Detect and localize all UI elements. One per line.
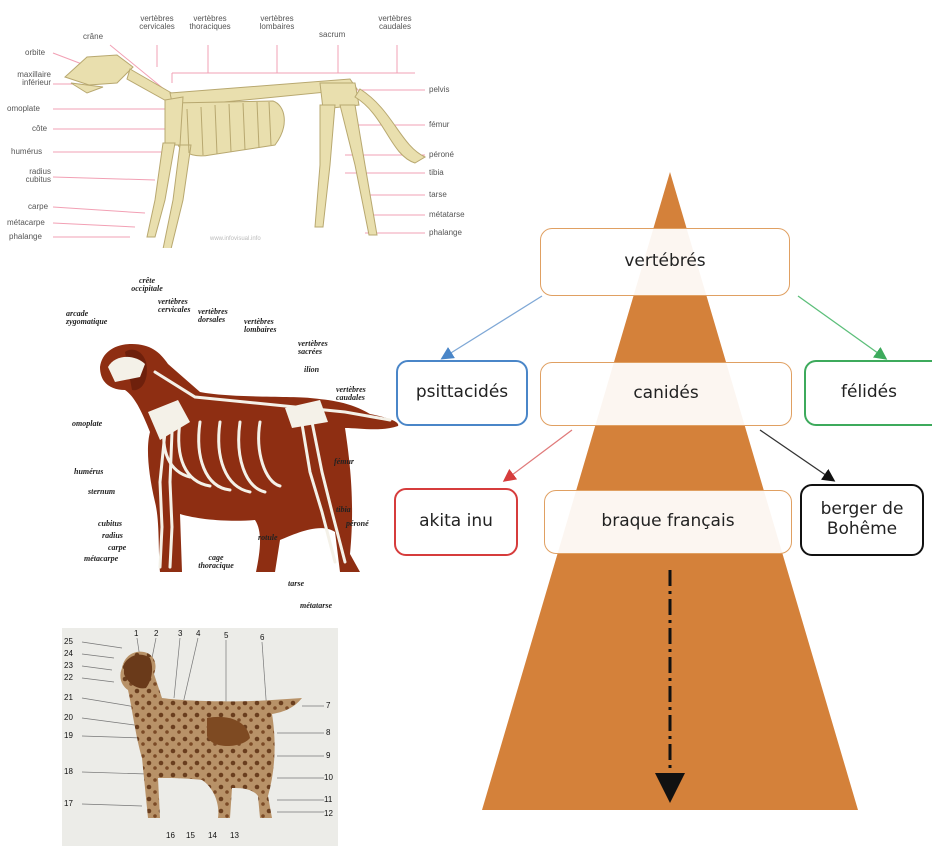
label-vertebres-sacrees: vertèbres sacrées xyxy=(298,340,342,357)
box-vertebres: vertébrés xyxy=(540,228,790,296)
box-braque-francais: braque français xyxy=(544,490,792,554)
label-metatarse: métatarse xyxy=(300,602,332,610)
number-7: 7 xyxy=(326,702,330,710)
label-vertebres-caudales: vertèbres caudales xyxy=(336,386,386,403)
number-4: 4 xyxy=(196,630,200,638)
number-13: 13 xyxy=(230,832,239,840)
label-cage-thoracique: cage thoracique xyxy=(194,554,238,571)
label-orbite: orbite xyxy=(25,49,45,57)
label-metacarpe: métacarpe xyxy=(7,219,45,227)
dog-skeleton-overlay: crête occipitale arcade zygomatique vert… xyxy=(60,272,400,617)
box-berger-de-boheme: berger de Bohême xyxy=(800,484,924,556)
number-21: 21 xyxy=(64,694,73,702)
arrow-to-psittacides xyxy=(446,296,542,356)
label-phalange-left: phalange xyxy=(9,233,42,241)
label-carpe: carpe xyxy=(108,544,126,552)
label-vertebres-cervicales: vertèbres cervicales xyxy=(131,15,183,31)
label-tarse: tarse xyxy=(288,580,304,588)
label-crane: crâne xyxy=(83,33,103,41)
label-vertebres-dorsales: vertèbres dorsales xyxy=(198,308,244,325)
label-omoplate: omoplate xyxy=(7,105,40,113)
box-psittacides: psittacidés xyxy=(396,360,528,426)
classification-hierarchy: vertébrés psittacidés canidés félidés ak… xyxy=(380,170,932,846)
number-14: 14 xyxy=(208,832,217,840)
box-akita-inu: akita inu xyxy=(394,488,518,556)
label-carpe: carpe xyxy=(28,203,48,211)
label-omoplate: omoplate xyxy=(72,420,102,428)
number-6: 6 xyxy=(260,634,264,642)
label-vertebres-caudales: vertèbres caudales xyxy=(369,15,421,31)
label-sternum: sternum xyxy=(88,488,115,496)
label-vertebres-lombaires: vertèbres lombaires xyxy=(244,318,294,335)
number-17: 17 xyxy=(64,800,73,808)
label-perone: péroné xyxy=(346,520,369,528)
number-16: 16 xyxy=(166,832,175,840)
label-vertebres-lombaires: vertèbres lombaires xyxy=(251,15,303,31)
dog-photo-illustration xyxy=(62,628,338,846)
label-humerus: humérus xyxy=(74,468,103,476)
arrow-to-felides xyxy=(798,296,882,356)
number-23: 23 xyxy=(64,662,73,670)
number-5: 5 xyxy=(224,632,228,640)
number-15: 15 xyxy=(186,832,195,840)
label-rotule: rotule xyxy=(258,534,278,542)
label-tibia: tibia xyxy=(336,506,351,514)
label-radius-cubitus: radius cubitus xyxy=(17,168,51,184)
label-cubitus: cubitus xyxy=(98,520,122,528)
number-1: 1 xyxy=(134,630,138,638)
number-10: 10 xyxy=(324,774,333,782)
numbered-dog-photo: 1 2 3 4 5 6 7 8 9 10 11 12 13 14 15 16 1… xyxy=(62,628,338,846)
label-ilion: ilion xyxy=(304,366,319,374)
label-cote: côte xyxy=(32,125,47,133)
box-felides: félidés xyxy=(804,360,932,426)
label-radius: radius xyxy=(102,532,123,540)
label-femur: fémur xyxy=(334,458,354,466)
number-8: 8 xyxy=(326,729,330,737)
number-24: 24 xyxy=(64,650,73,658)
label-vertebres-thoraciques: vertèbres thoraciques xyxy=(181,15,239,31)
box-canides: canidés xyxy=(540,362,792,426)
number-20: 20 xyxy=(64,714,73,722)
arrow-to-akita xyxy=(508,430,572,478)
label-perone: péroné xyxy=(429,151,454,159)
number-25: 25 xyxy=(64,638,73,646)
arrow-to-berger xyxy=(760,430,830,478)
label-arcade-zygomatique: arcade zygomatique xyxy=(66,310,124,327)
label-metacarpe: métacarpe xyxy=(84,555,118,563)
number-9: 9 xyxy=(326,752,330,760)
number-11: 11 xyxy=(324,796,332,804)
number-19: 19 xyxy=(64,732,73,740)
watermark: www.infovisual.info xyxy=(210,236,261,242)
label-sacrum: sacrum xyxy=(319,31,345,39)
number-3: 3 xyxy=(178,630,182,638)
label-crete-occipitale: crête occipitale xyxy=(124,277,170,294)
number-22: 22 xyxy=(64,674,73,682)
number-2: 2 xyxy=(154,630,158,638)
number-18: 18 xyxy=(64,768,73,776)
label-maxillaire: maxillaire inférieur xyxy=(7,71,51,87)
number-12: 12 xyxy=(324,810,333,818)
label-humerus: humérus xyxy=(11,148,42,156)
label-pelvis: pelvis xyxy=(429,86,449,94)
label-femur: fémur xyxy=(429,121,449,129)
